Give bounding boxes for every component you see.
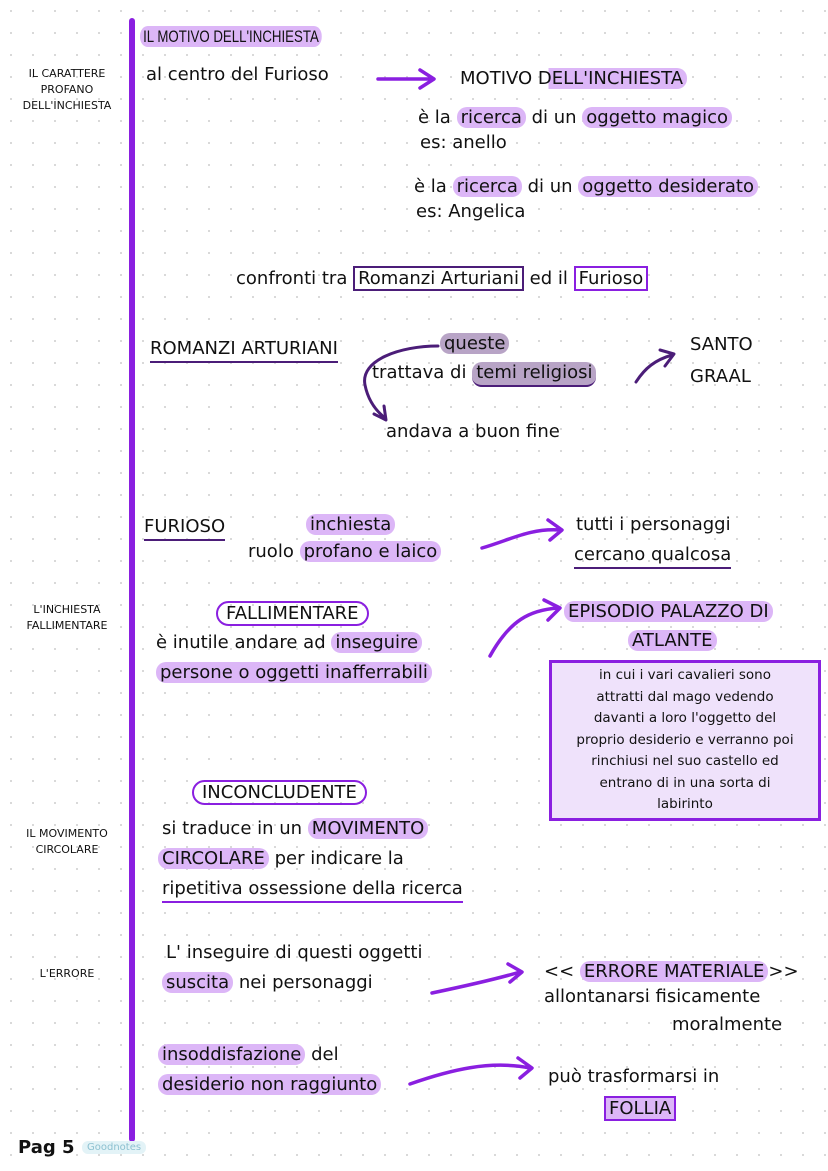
info-line: rinchiusi nel suo castello ed: [591, 753, 779, 769]
note-text: inchiesta: [306, 514, 396, 535]
note-text: si traduce in un MOVIMENTO: [162, 818, 429, 839]
note-text: es: anello: [420, 132, 507, 153]
note-text: SANTO: [690, 334, 753, 355]
note-text: ripetitiva ossessione della ricerca: [162, 878, 463, 903]
side-label: L'ERRORE: [39, 967, 95, 980]
note-heading: ROMANZI ARTURIANI: [150, 338, 338, 363]
note-text: tutti i personaggi: [576, 514, 731, 535]
note-text: è inutile andare ad inseguire: [156, 632, 423, 653]
info-box: in cui i vari cavalieri sono attratti da…: [549, 660, 821, 821]
note-text: queste: [440, 333, 510, 354]
info-line: davanti a loro l'oggetto del: [593, 710, 777, 726]
note-text: andava a buon fine: [386, 421, 560, 442]
note-text: es: Angelica: [416, 201, 526, 222]
note-text: CIRCOLARE per indicare la: [158, 848, 404, 869]
arrow-icon: [634, 348, 676, 384]
arrow-icon: [480, 518, 564, 550]
arrow-icon: [376, 68, 436, 90]
note-text: è la ricerca di un oggetto magico: [418, 107, 732, 128]
note-heading: FOLLIA: [604, 1096, 677, 1121]
note-text: allontanarsi fisicamente: [544, 986, 761, 1007]
note-heading: MOTIVO DELL'INCHIESTA: [456, 68, 688, 89]
note-text: L' inseguire di questi oggetti: [166, 942, 423, 963]
note-text: al centro del Furioso: [146, 64, 329, 85]
note-text: ruolo profano e laico: [248, 541, 442, 562]
arrow-icon: [488, 598, 562, 658]
note-text: insoddisfazione del: [158, 1044, 339, 1065]
note-text: confronti tra Romanzi Arturiani ed il Fu…: [236, 266, 649, 291]
note-text: moralmente: [672, 1014, 783, 1035]
info-line: proprio desiderio e verranno poi: [576, 731, 794, 748]
note-text: cercano qualcosa: [574, 544, 732, 569]
note-text: persone o oggetti inafferrabili: [156, 662, 432, 683]
margin-line: [129, 18, 135, 1142]
note-heading: << ERRORE MATERIALE>>: [544, 961, 799, 982]
note-heading: EPISODIO PALAZZO DI: [564, 601, 773, 622]
note-text: trattava di temi religiosi: [372, 362, 597, 387]
note-heading: ATLANTE: [628, 630, 717, 651]
watermark: Goodnotes: [82, 1141, 147, 1154]
side-label: L'INCHIESTA FALLIMENTARE: [26, 603, 108, 632]
note-heading: INCONCLUDENTE: [192, 780, 367, 805]
page-title: IL MOTIVO DELL'INCHIESTA: [140, 26, 322, 47]
side-label: IL CARATTERE PROFANO DELL'INCHIESTA: [22, 67, 112, 112]
info-line: entrano di in una sorta di: [599, 774, 771, 791]
note-text: può trasformarsi in: [548, 1066, 720, 1087]
info-line: labirinto: [657, 796, 713, 812]
note-text: desiderio non raggiunto: [158, 1074, 382, 1095]
note-heading: FURIOSO: [144, 516, 226, 541]
info-line: attratti dal mago vedendo: [596, 688, 774, 705]
arrow-icon: [408, 1056, 534, 1086]
note-text: suscita nei personaggi: [162, 972, 373, 993]
side-label: IL MOVIMENTO CIRCOLARE: [26, 827, 108, 856]
info-line: in cui i vari cavalieri sono: [599, 667, 771, 683]
arrow-icon: [363, 344, 440, 422]
note-text: GRAAL: [690, 366, 751, 387]
note-heading: FALLIMENTARE: [216, 601, 369, 626]
arrow-icon: [430, 962, 524, 995]
note-text: è la ricerca di un oggetto desiderato: [414, 176, 758, 197]
page-number: Pag 5: [18, 1137, 75, 1158]
